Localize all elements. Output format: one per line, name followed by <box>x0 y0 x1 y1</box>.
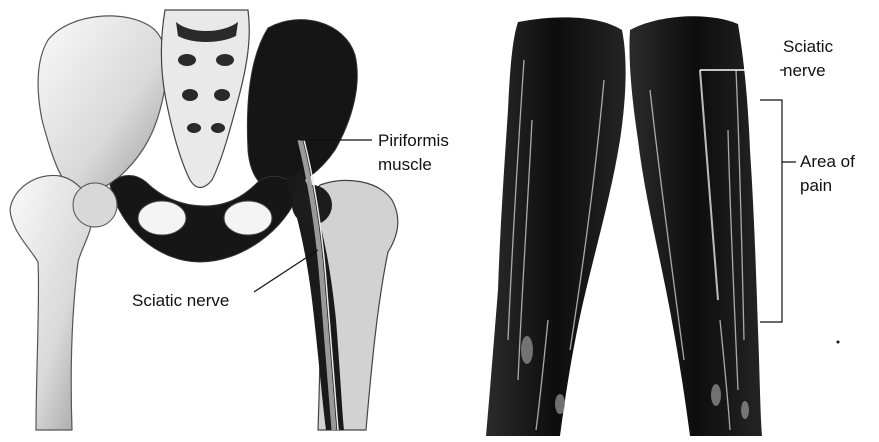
stray-dot <box>837 341 840 344</box>
sciatic-nerve-label-right-line2: nerve <box>783 61 826 80</box>
piriformis-label-line1: Piriformis <box>378 131 449 150</box>
pain-area-bracket <box>760 100 796 322</box>
right-iliac-wing-with-piriformis <box>247 20 357 191</box>
area-of-pain-label-line1: Area of <box>800 152 855 171</box>
piriformis-label-line2: muscle <box>378 155 432 174</box>
posterior-legs-illustration <box>486 16 762 436</box>
sciatic-nerve-label-right-line1: Sciatic <box>783 37 834 56</box>
right-obturator-foramen <box>224 201 272 235</box>
right-posterior-leg <box>629 16 762 436</box>
left-obturator-foramen <box>138 201 186 235</box>
left-posterior-leg <box>486 17 626 436</box>
area-of-pain-label-line2: pain <box>800 176 832 195</box>
sciatic-nerve-label-left: Sciatic nerve <box>132 291 229 310</box>
pelvis-illustration <box>10 10 398 430</box>
left-iliac-wing <box>38 16 167 192</box>
